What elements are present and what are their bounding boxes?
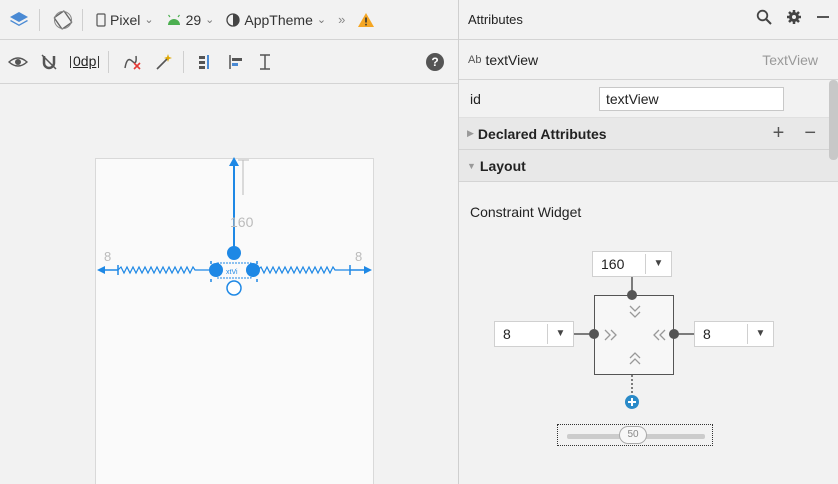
component-type: TextView — [762, 51, 818, 68]
default-margin-selector[interactable]: 0dp — [66, 48, 103, 76]
separator — [183, 50, 185, 73]
overflow-button[interactable]: » — [334, 6, 349, 34]
design-surface-panel: Pixel ⌄ 29 ⌄ AppTheme ⌄ » — [0, 0, 458, 484]
eye-icon[interactable] — [4, 48, 32, 76]
constraint-widget-box — [594, 295, 674, 375]
help-icon[interactable]: ? — [426, 53, 444, 71]
add-attribute-icon[interactable]: + — [772, 122, 785, 144]
phone-icon — [96, 12, 106, 27]
left-constraint-arrow — [97, 266, 105, 274]
chevron-down-icon: ⌄ — [144, 14, 154, 26]
right-anchor-handle[interactable] — [246, 263, 260, 277]
separator — [82, 8, 83, 31]
widget-preview-text: xtVi — [226, 269, 238, 276]
right-margin-dropdown[interactable]: 8 ▼ — [694, 321, 774, 347]
chevron-down-icon[interactable]: ▼ — [747, 324, 773, 344]
left-anchor-handle[interactable] — [209, 263, 223, 277]
left-constraint-spring — [117, 265, 210, 275]
chevron-down-icon: ⌄ — [316, 14, 327, 26]
right-margin-value: 8 — [703, 326, 711, 342]
header-actions — [756, 9, 830, 30]
guidelines-icon[interactable] — [253, 48, 277, 76]
align-icon[interactable] — [223, 48, 249, 76]
horizontal-wrap-icon[interactable] — [604, 329, 617, 341]
left-margin-label: 8 — [104, 249, 111, 264]
clear-constraints-icon[interactable] — [118, 48, 146, 76]
horizontal-bias-slider[interactable]: 50 — [557, 424, 713, 446]
right-margin-label: 8 — [355, 249, 362, 264]
chevron-down-icon[interactable]: ▼ — [547, 324, 573, 344]
api-level-selector[interactable]: 29 ⌄ — [162, 6, 219, 34]
top-anchor-handle[interactable] — [227, 246, 241, 260]
design-canvas[interactable]: 160 8 8 xtVi — [0, 85, 458, 484]
resize-handles[interactable] — [210, 261, 258, 282]
magnet-off-icon[interactable] — [36, 48, 62, 76]
collapse-triangle-icon: ▼ — [467, 160, 476, 171]
bottom-anchor-handle[interactable] — [226, 280, 242, 296]
layers-icon[interactable] — [4, 6, 34, 34]
overflow-label: » — [338, 12, 346, 27]
search-icon[interactable] — [756, 9, 772, 30]
api-level-label: 29 — [185, 11, 202, 28]
top-margin-label: 160 — [230, 214, 254, 230]
bias-thumb[interactable]: 50 — [619, 426, 647, 444]
attributes-panel: Attributes Ab textView TextView id — [459, 0, 838, 484]
chevron-down-icon: ⌄ — [205, 14, 215, 26]
top-margin-value: 160 — [601, 256, 625, 272]
theme-label: AppTheme — [244, 11, 313, 28]
id-attribute-row: id — [459, 80, 838, 118]
left-margin-value: 8 — [503, 326, 511, 342]
design-toolbar: Pixel ⌄ 29 ⌄ AppTheme ⌄ » — [0, 0, 458, 40]
expand-triangle-icon: ▶ — [467, 128, 474, 138]
infer-constraints-icon[interactable] — [150, 48, 178, 76]
warning-icon[interactable] — [353, 6, 379, 34]
panel-splitter[interactable] — [458, 0, 459, 484]
device-selector[interactable]: Pixel ⌄ — [92, 6, 158, 34]
textview-type-icon: Ab — [468, 53, 482, 66]
layout-section-title: Layout — [479, 157, 526, 174]
orientation-icon[interactable] — [49, 6, 77, 34]
gear-icon[interactable] — [786, 9, 802, 30]
size-mode-glyphs — [604, 305, 666, 365]
constraint-overlay: 160 8 8 xtVi — [97, 157, 372, 296]
right-constraint-spring — [257, 265, 350, 275]
left-margin-dropdown[interactable]: 8 ▼ — [494, 321, 574, 347]
right-constraint-arrow — [364, 266, 372, 274]
vertical-wrap-icon[interactable] — [629, 305, 641, 318]
constraint-widget-lines — [574, 274, 694, 394]
top-margin-dropdown[interactable]: 160 ▼ — [592, 251, 672, 277]
top-constraint-arrow — [229, 157, 239, 166]
component-row: Ab textView TextView — [459, 40, 838, 80]
separator — [39, 8, 40, 31]
attributes-title: Attributes — [468, 12, 523, 27]
id-label: id — [470, 91, 481, 107]
chevron-down-icon[interactable]: ▼ — [645, 254, 671, 274]
remove-attribute-icon[interactable]: − — [804, 122, 816, 144]
constraint-toolbar: 0dp ? — [0, 40, 458, 84]
attributes-header: Attributes — [459, 0, 838, 40]
device-label: Pixel — [110, 11, 141, 28]
layout-section[interactable]: ▼ Layout — [459, 150, 838, 182]
theme-icon — [226, 12, 241, 27]
id-field[interactable] — [599, 87, 784, 111]
pack-icon[interactable] — [193, 48, 219, 76]
constraint-widget-label: Constraint Widget — [470, 204, 582, 220]
declared-attributes-section[interactable]: ▶ Declared Attributes + − — [459, 118, 838, 150]
declared-attributes-title: Declared Attributes — [477, 125, 607, 142]
vertical-wrap-icon[interactable] — [629, 352, 641, 365]
horizontal-wrap-icon[interactable] — [653, 329, 666, 341]
declared-actions: + − — [773, 122, 816, 145]
minimize-icon[interactable] — [816, 9, 830, 30]
theme-selector[interactable]: AppTheme ⌄ — [222, 6, 330, 34]
separator — [108, 50, 110, 73]
component-name: textView — [485, 51, 539, 68]
scrollbar[interactable] — [829, 80, 838, 160]
default-margin-label: 0dp — [70, 54, 100, 68]
android-icon — [167, 14, 180, 25]
